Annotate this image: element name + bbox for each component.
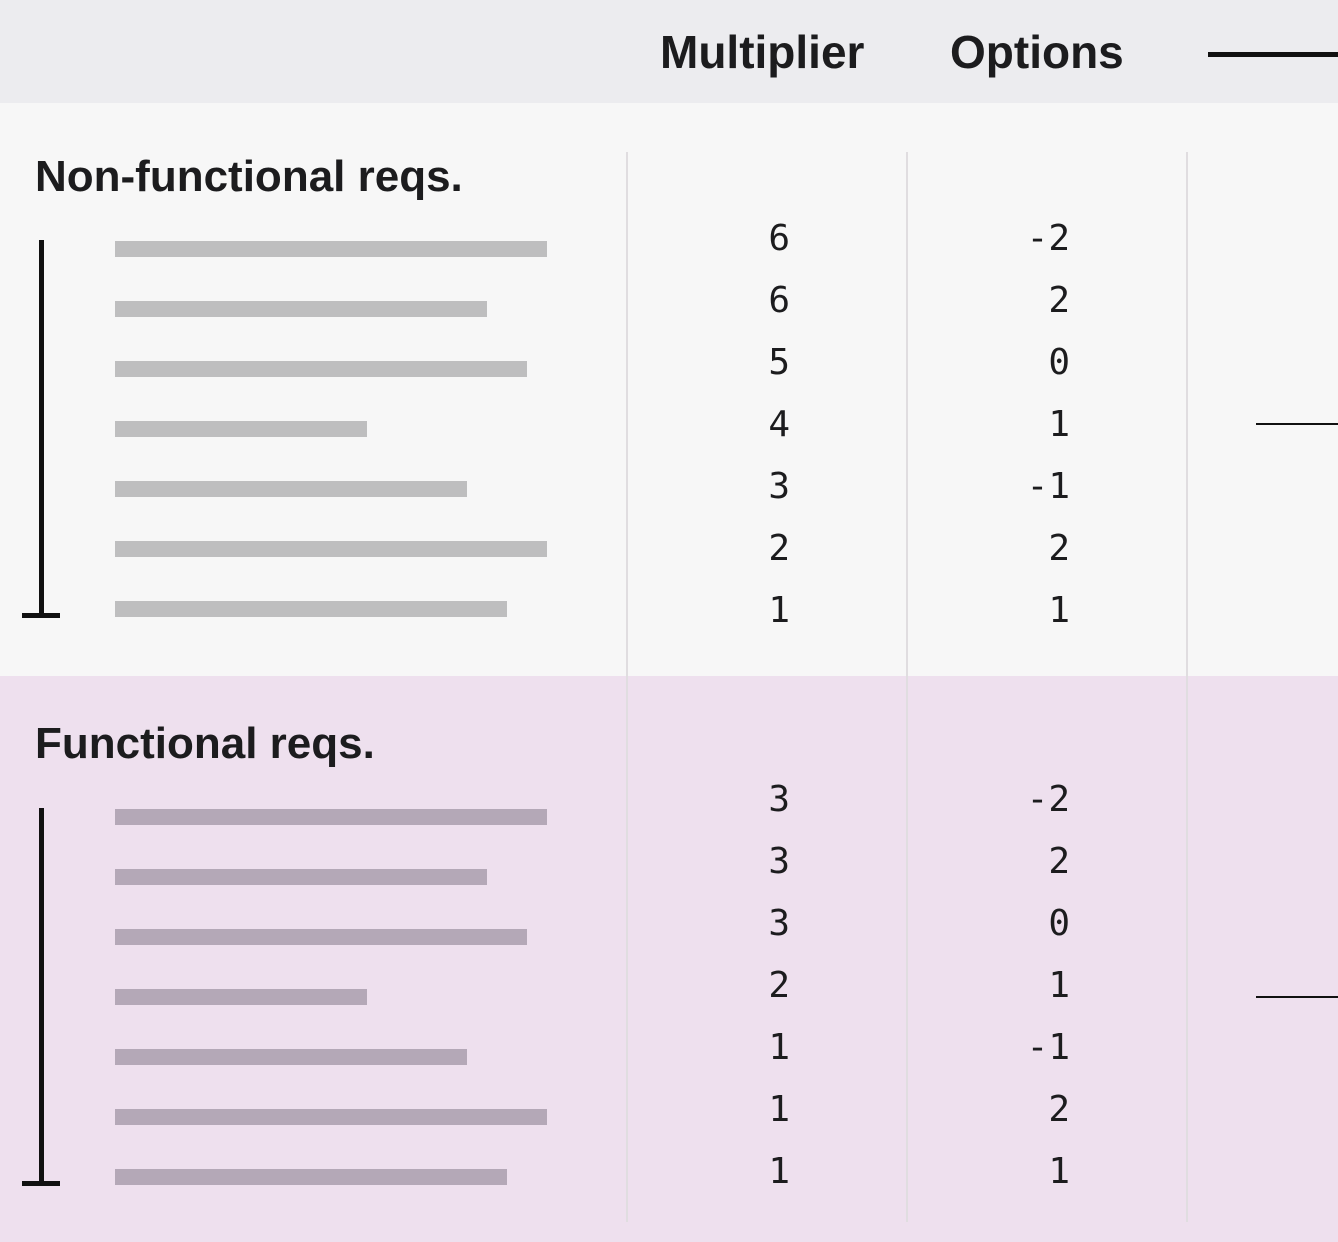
multiplier-value: 1 [768, 1151, 790, 1192]
multiplier-value: 4 [768, 404, 790, 445]
options-column-header: Options [950, 26, 1124, 78]
table-header: Multiplier Options [0, 0, 1338, 103]
option-value: 2 [1048, 528, 1070, 569]
requirement-bar [115, 361, 527, 377]
column-divider [1186, 152, 1188, 1222]
column-divider [626, 152, 628, 1222]
multiplier-value: 5 [768, 342, 790, 383]
option-value: 2 [1048, 1089, 1070, 1130]
requirement-bar [115, 241, 547, 257]
nonfunctional-section-title: Non-functional reqs. [35, 152, 463, 201]
requirement-bar [115, 1169, 507, 1185]
column-divider [906, 152, 908, 1222]
requirement-bar [115, 1049, 467, 1065]
option-value: -2 [1026, 218, 1070, 259]
multiplier-value: 6 [768, 280, 790, 321]
option-value: -1 [1026, 466, 1070, 507]
requirement-bar [115, 421, 367, 437]
multiplier-value: 1 [768, 1027, 790, 1068]
multiplier-value: 6 [768, 218, 790, 259]
header-rule [1208, 52, 1338, 57]
option-value: 0 [1048, 342, 1070, 383]
multiplier-value: 3 [768, 841, 790, 882]
multiplier-column-header: Multiplier [660, 26, 865, 78]
option-value: -1 [1026, 1027, 1070, 1068]
multiplier-value: 2 [768, 528, 790, 569]
requirement-bar [115, 541, 547, 557]
functional-section: Functional reqs. 3 -2 3 2 3 0 2 1 1 -1 1 2 1 1 [0, 676, 1338, 1242]
requirement-bar [115, 809, 547, 825]
multiplier-value: 3 [768, 903, 790, 944]
option-value: 1 [1048, 965, 1070, 1006]
nonfunctional-side-line [1256, 423, 1338, 425]
multiplier-value: 3 [768, 779, 790, 820]
option-value: 1 [1048, 1151, 1070, 1192]
requirement-bar [115, 929, 527, 945]
nonfunctional-section: Non-functional reqs. 6 -2 6 2 5 0 4 1 3 -1 2 2 1 1 [0, 103, 1338, 676]
multiplier-value: 3 [768, 466, 790, 507]
functional-bracket-foot [22, 1181, 60, 1186]
requirement-bar [115, 601, 507, 617]
requirement-bar [115, 989, 367, 1005]
multiplier-value: 2 [768, 965, 790, 1006]
requirement-bar [115, 301, 487, 317]
option-value: -2 [1026, 779, 1070, 820]
nonfunctional-bracket-foot [22, 613, 60, 618]
multiplier-value: 1 [768, 1089, 790, 1130]
requirement-bar [115, 481, 467, 497]
multiplier-value: 1 [768, 590, 790, 631]
option-value: 2 [1048, 841, 1070, 882]
functional-side-line [1256, 996, 1338, 998]
requirement-bar [115, 869, 487, 885]
functional-bracket [39, 808, 44, 1186]
functional-section-title: Functional reqs. [35, 719, 375, 768]
option-value: 2 [1048, 280, 1070, 321]
nonfunctional-bracket [39, 240, 44, 618]
option-value: 1 [1048, 404, 1070, 445]
option-value: 0 [1048, 903, 1070, 944]
requirement-bar [115, 1109, 547, 1125]
option-value: 1 [1048, 590, 1070, 631]
